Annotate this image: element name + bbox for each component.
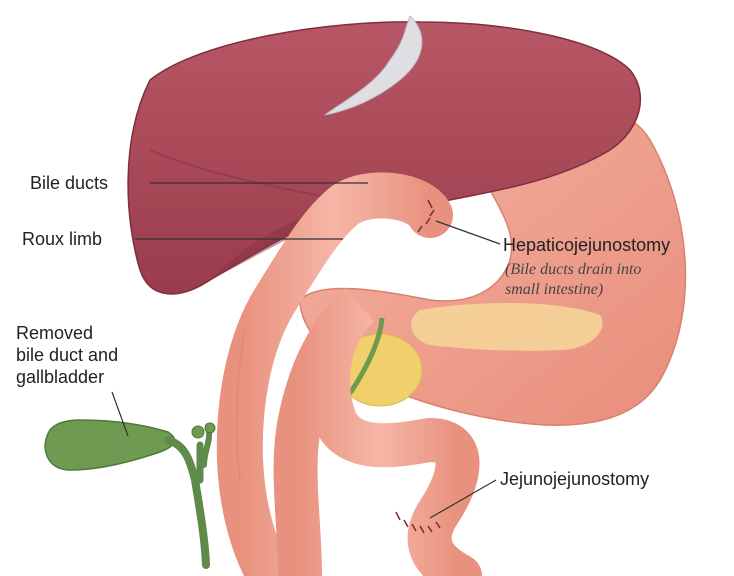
leader-hepaticojejunostomy: [436, 221, 500, 244]
note-line-1: (Bile ducts drain into: [505, 260, 725, 280]
label-jejunojejunostomy: Jejunojejunostomy: [500, 468, 649, 490]
removed-gallbladder: [45, 420, 215, 565]
label-removed-bile-duct: Removed bile duct and gallbladder: [16, 322, 118, 388]
label-hepaticojejunostomy: Hepaticojejunostomy: [503, 234, 670, 256]
label-bile-ducts: Bile ducts: [30, 172, 108, 194]
label-roux-limb: Roux limb: [22, 228, 102, 250]
label-hepaticojejunostomy-note: (Bile ducts drain into small intestine): [505, 260, 725, 300]
removed-line-1: Removed: [16, 322, 118, 344]
removed-line-2: bile duct and: [16, 344, 118, 366]
note-line-2: small intestine): [505, 280, 725, 300]
removed-line-3: gallbladder: [16, 366, 118, 388]
pancreas: [411, 303, 602, 351]
